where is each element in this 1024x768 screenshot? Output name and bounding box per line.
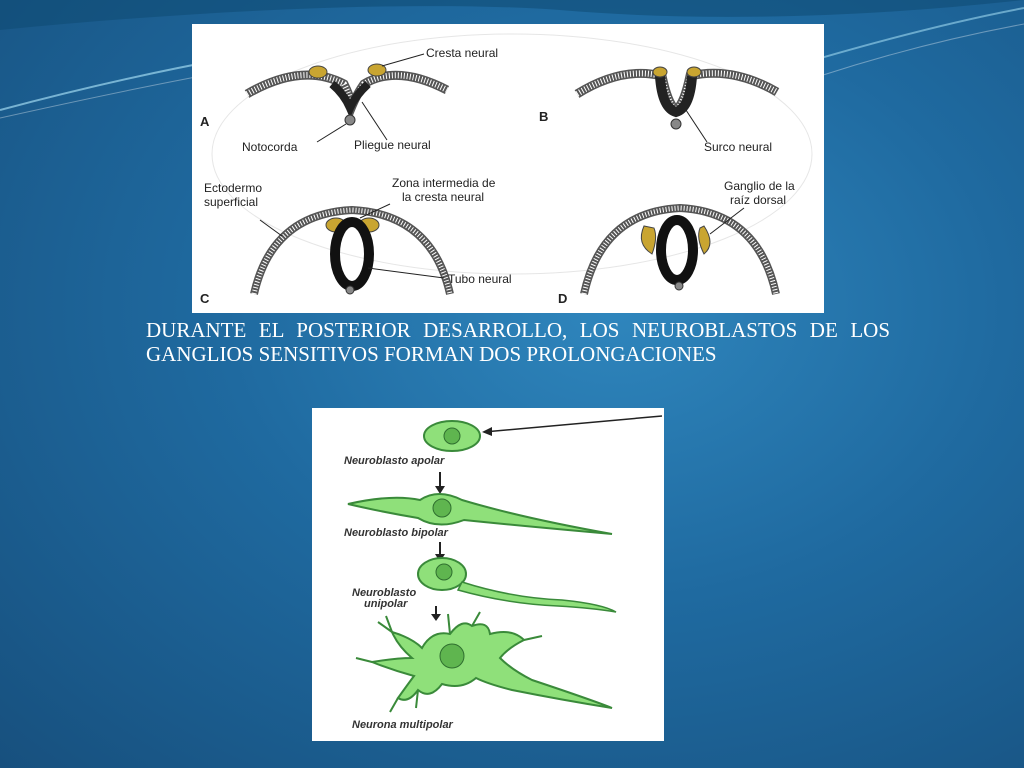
label-ectodermo-line2: superficial xyxy=(204,195,258,209)
multipolar-neuron-cell xyxy=(355,611,613,713)
label-cresta-neural: Cresta neural xyxy=(426,46,498,60)
label-ganglio-line2: raíz dorsal xyxy=(730,193,786,207)
apolar-neuroblast-cell xyxy=(423,415,663,452)
label-zona-intermedia-line2: la cresta neural xyxy=(402,190,484,204)
panel-a-letter: A xyxy=(200,114,210,129)
label-neuroblasto-bipolar: Neuroblasto bipolar xyxy=(344,527,449,539)
panel-c-neural-tube xyxy=(250,203,454,295)
panel-b-neural-groove xyxy=(574,66,780,143)
panel-b-letter: B xyxy=(539,109,548,124)
label-neuroblasto-apolar: Neuroblasto apolar xyxy=(344,455,445,467)
panel-d-letter: D xyxy=(558,291,567,306)
label-zona-intermedia-line1: Zona intermedia de xyxy=(392,176,496,190)
bipolar-neuroblast-cell xyxy=(347,493,613,535)
label-notocorda: Notocorda xyxy=(242,140,298,154)
label-neuroblasto-unipolar-line1: Neuroblasto xyxy=(352,587,416,599)
slide-body-text: DURANTE EL POSTERIOR DESARROLLO, LOS NEU… xyxy=(146,318,890,366)
label-neuroblasto-unipolar-line2: unipolar xyxy=(364,598,408,610)
label-ganglio-line1: Ganglio de la xyxy=(724,179,795,193)
panel-a-neural-fold xyxy=(244,53,450,143)
neuroblast-differentiation-figure: Neuroblasto apolar Neuroblasto bipolar N… xyxy=(312,408,664,741)
panel-c-letter: C xyxy=(200,291,210,306)
label-neurona-multipolar: Neurona multipolar xyxy=(352,719,454,731)
panel-d-dorsal-root-ganglion xyxy=(580,203,780,295)
arrow-down-icon xyxy=(431,606,441,621)
unipolar-neuroblast-cell xyxy=(417,557,617,613)
label-surco-neural: Surco neural xyxy=(704,140,772,154)
label-pliegue-neural: Pliegue neural xyxy=(354,138,431,152)
label-tubo-neural: Tubo neural xyxy=(448,272,512,286)
arrow-down-icon xyxy=(435,472,445,494)
neural-tube-formation-figure: A Cresta neural Notocorda Pliegue neural… xyxy=(192,24,824,313)
label-ectodermo-line1: Ectodermo xyxy=(204,181,262,195)
